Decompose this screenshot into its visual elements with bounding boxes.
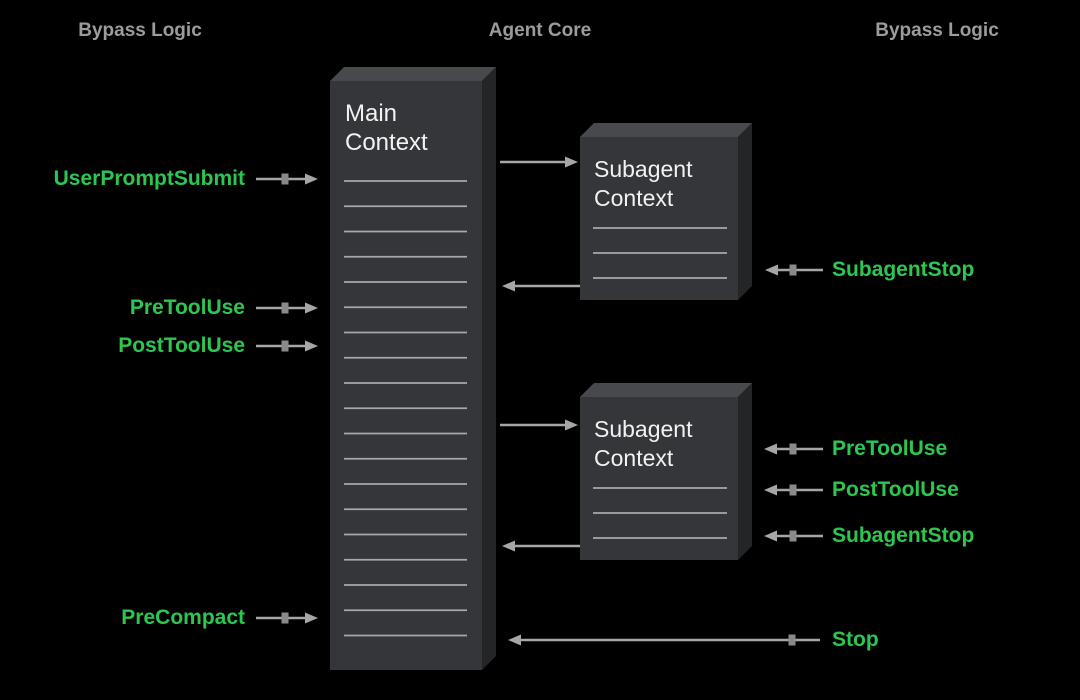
hook-label-userpromptsubmit: UserPromptSubmit (53, 167, 245, 190)
header-agent-core: Agent Core (488, 20, 592, 41)
arrow-precompact (256, 612, 318, 624)
arrow-stop (508, 634, 820, 646)
subagent-context-top-title: Subagent Context (594, 156, 693, 211)
main-context-box (330, 67, 496, 670)
hook-label-posttooluse-right: PostToolUse (832, 478, 959, 501)
header-bypass-logic-right: Bypass Logic (875, 20, 999, 41)
arrow-pretooluse-left (256, 302, 318, 314)
hook-label-subagentstop-bottom: SubagentStop (832, 524, 975, 547)
subagent-context-bottom-title: Subagent Context (594, 416, 693, 471)
arrow-main-to-subagent-top (500, 156, 578, 168)
hook-label-stop: Stop (832, 628, 879, 651)
hook-label-pretooluse-right: PreToolUse (832, 437, 948, 460)
arrow-posttooluse-right (764, 484, 823, 496)
arrow-userpromptsubmit (256, 173, 318, 185)
subagent-context-top-box (580, 123, 752, 300)
arrow-subagent-bottom-to-main (502, 540, 580, 552)
arrow-pretooluse-right (764, 443, 823, 455)
arrow-subagentstop-top (765, 264, 823, 276)
arrow-subagent-top-to-main (502, 280, 580, 292)
arrow-posttooluse-left (256, 340, 318, 352)
arrow-main-to-subagent-bottom (500, 419, 578, 431)
hook-label-subagentstop-top: SubagentStop (832, 258, 975, 281)
main-context-title: Main Context (345, 100, 428, 156)
subagent-context-bottom-box (580, 383, 752, 560)
arrow-subagentstop-bottom (764, 530, 823, 542)
hook-label-pretooluse-left: PreToolUse (129, 296, 245, 319)
header-bypass-logic-left: Bypass Logic (78, 20, 202, 41)
hook-label-posttooluse-left: PostToolUse (118, 334, 245, 357)
hook-label-precompact: PreCompact (121, 606, 245, 629)
